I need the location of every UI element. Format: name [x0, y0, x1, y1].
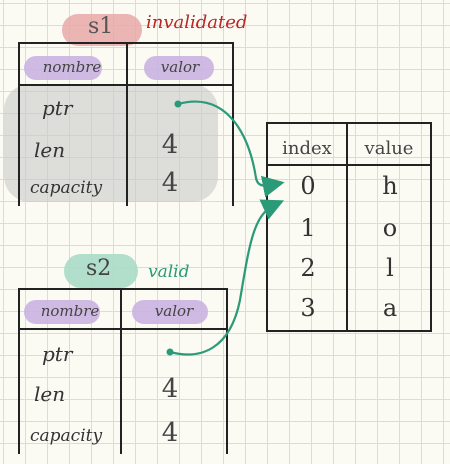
s1-title: s1	[88, 14, 114, 39]
heap-border-left	[266, 122, 268, 332]
s2-ptr-arrow	[169, 199, 285, 356]
s1-border-divider	[126, 42, 128, 206]
heap-border-bottom	[266, 330, 432, 332]
s1-ptr-arrow	[177, 100, 285, 198]
s2-row-capacity-name: capacity	[30, 426, 103, 446]
heap-border-right	[430, 122, 432, 332]
s2-border-header	[18, 328, 228, 330]
s2-border-divider	[120, 288, 122, 454]
heap-header-index: index	[282, 138, 332, 159]
s1-row-ptr-name: ptr	[42, 96, 73, 120]
s2-border-top	[18, 288, 228, 290]
heap-value-3: a	[382, 294, 398, 322]
s1-row-capacity-name: capacity	[30, 178, 103, 198]
heap-border-top	[266, 122, 432, 124]
heap-header-value: value	[364, 138, 414, 159]
s2-title: s2	[86, 256, 112, 281]
heap-value-2: l	[386, 254, 394, 282]
s2-row-capacity-value: 4	[161, 418, 179, 448]
heap-border-divider	[346, 122, 348, 332]
s1-border-right	[232, 42, 234, 206]
s1-row-capacity-value: 4	[161, 168, 179, 198]
s2-row-ptr-name: ptr	[42, 342, 73, 366]
s1-row-len-value: 4	[161, 130, 179, 160]
s2-header-value: valor	[154, 302, 194, 320]
s2-name-header-highlight	[24, 300, 100, 324]
s2-border-right	[226, 288, 228, 454]
s2-header-name: nombre	[40, 302, 100, 320]
heap-index-2: 2	[300, 254, 316, 282]
s2-value-header-highlight	[132, 300, 208, 324]
s1-row-len-name: len	[34, 138, 66, 162]
s2-status: valid	[148, 262, 190, 282]
s2-row-len-value: 4	[161, 374, 179, 404]
s1-status: invalidated	[146, 12, 248, 33]
s1-border-left	[18, 42, 20, 206]
s1-title-highlight	[62, 14, 142, 46]
s1-value-header-highlight	[144, 56, 214, 80]
s2-row-len-name: len	[34, 382, 66, 406]
s1-name-header-highlight	[24, 56, 102, 80]
s1-header-value: valor	[160, 58, 200, 76]
s2-title-highlight	[64, 254, 138, 288]
heap-index-3: 3	[300, 294, 316, 322]
heap-value-1: o	[382, 214, 398, 242]
heap-index-1: 1	[300, 214, 316, 242]
heap-value-0: h	[382, 172, 398, 200]
s2-border-left	[18, 288, 20, 454]
s1-header-name: nombre	[42, 58, 102, 76]
heap-index-0: 0	[300, 172, 316, 200]
heap-border-header	[266, 164, 432, 166]
